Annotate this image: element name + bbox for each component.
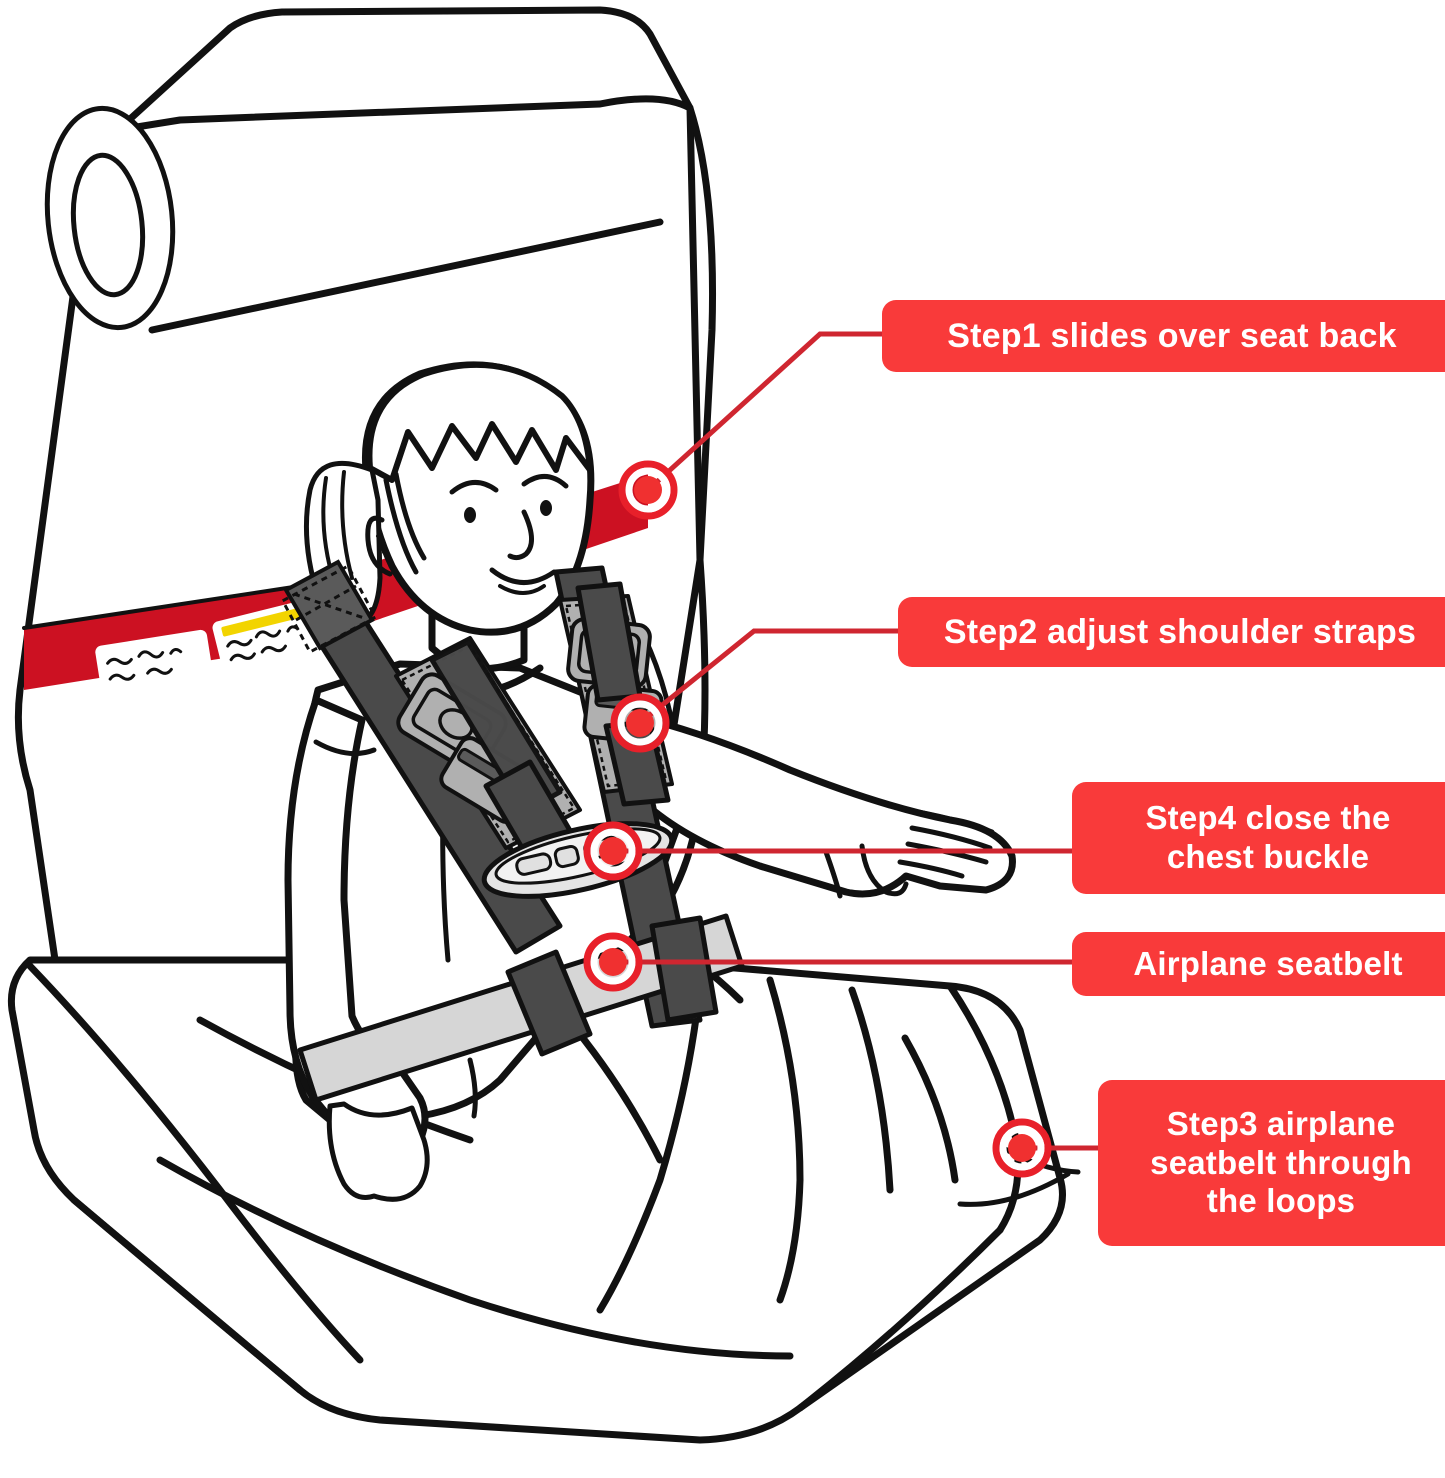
callout-connectors [610, 331, 1113, 1151]
callout-label-step2[interactable]: Step2 adjust shoulder straps [898, 597, 1445, 667]
marker-step1[interactable] [618, 460, 678, 520]
callout-label-step4-line1: Step4 close the [1145, 799, 1391, 837]
connector-step1 [644, 331, 897, 494]
strap-buckle-left [396, 672, 537, 824]
connector-step2 [636, 628, 913, 727]
marker-step2[interactable] [610, 693, 670, 753]
safety-harness [280, 559, 745, 1103]
callout-markers [583, 460, 1052, 1178]
callout-label-step1[interactable]: Step1 slides over seat back [882, 300, 1445, 372]
callout-label-step3-line3: the loops [1206, 1182, 1356, 1220]
callout-label-step3-line1: Step3 airplane [1166, 1104, 1396, 1142]
callout-label-step3[interactable]: Step3 airplane seatbelt through the loop… [1098, 1080, 1445, 1246]
callout-label-step3-line2: seatbelt through [1150, 1143, 1412, 1181]
marker-airplane-seatbelt[interactable] [583, 932, 643, 992]
callout-label-step4[interactable]: Step4 close the chest buckle [1072, 782, 1445, 894]
marker-step4[interactable] [583, 821, 643, 881]
marker-step3[interactable] [992, 1118, 1052, 1178]
band-instruction-tag [95, 629, 213, 695]
strap-anchor-pad-left [280, 559, 378, 655]
callout-label-airplane-seatbelt[interactable]: Airplane seatbelt [1072, 932, 1445, 996]
callout-label-step4-line2: chest buckle [1166, 838, 1370, 875]
